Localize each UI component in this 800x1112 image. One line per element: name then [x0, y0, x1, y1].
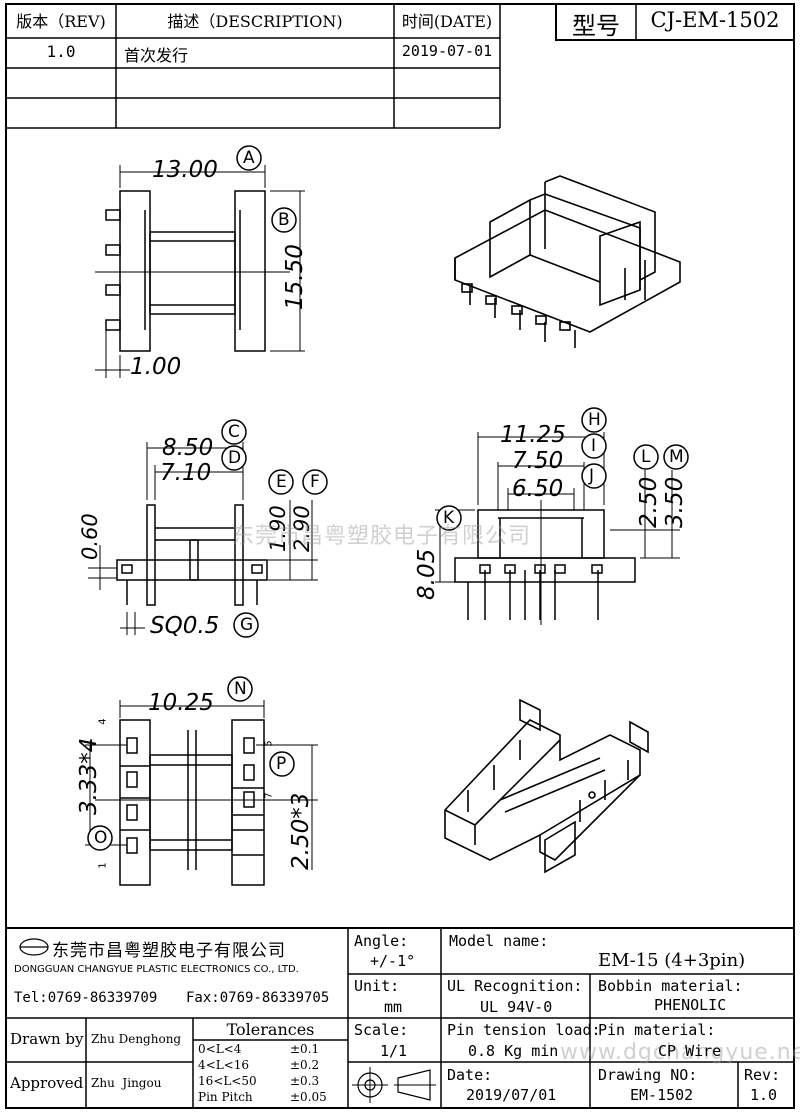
callout-d: D: [228, 448, 242, 468]
tolerance-range: Pin Pitch: [198, 1090, 253, 1104]
drawn-by-label: Drawn by: [10, 1030, 84, 1048]
unit-value: mm: [384, 998, 403, 1016]
callout-c: C: [228, 422, 240, 442]
callout-m: M: [669, 447, 684, 467]
callout-k: K: [443, 508, 455, 528]
unit-label: Unit:: [354, 977, 400, 995]
callout-e: E: [276, 472, 287, 492]
model-value: CJ-EM-1502: [650, 8, 780, 32]
ul-label: UL Recognition:: [447, 977, 583, 995]
dim-j: 6.50: [512, 476, 564, 502]
bobbin-label: Bobbin material:: [598, 977, 743, 995]
company-tel: Tel:0769-86339709: [14, 990, 158, 1006]
approved-label: Approved: [10, 1074, 84, 1092]
tolerance-value: ±0.1: [290, 1042, 320, 1056]
pin-tension-value: 0.8 Kg min: [468, 1042, 559, 1060]
model-name-value: EM-15 (4+3pin): [598, 950, 746, 971]
dim-d: 7.10: [160, 460, 212, 486]
callout-j: J: [589, 466, 595, 486]
callout-i: I: [591, 436, 597, 456]
bobbin-value: PHENOLIC: [654, 996, 727, 1014]
company-name-en: DONGGUAN CHANGYUE PLASTIC ELECTRONICS CO…: [14, 964, 299, 975]
date-header: 时间(DATE): [401, 12, 493, 31]
tolerance-range: 0<L<4: [198, 1042, 242, 1056]
rev-header: 版本（REV): [16, 12, 106, 31]
callout-l: L: [641, 447, 651, 467]
angle-label: Angle:: [354, 932, 409, 950]
dim-c: 8.50: [162, 435, 214, 461]
tolerance-value: ±0.3: [290, 1074, 320, 1088]
angle-value: +/-1°: [370, 952, 416, 970]
desc-header: 描述（DESCRIPTION): [167, 12, 343, 31]
company-fax: Fax:0769-86339705: [186, 990, 330, 1006]
drawing-no-label: Drawing NO:: [598, 1066, 698, 1084]
callout-o: O: [94, 828, 108, 848]
dim-g: SQ0.5: [150, 613, 220, 639]
callout-n: N: [234, 679, 247, 699]
dim-h: 11.25: [500, 422, 566, 448]
callout-f: F: [310, 472, 320, 492]
scale-label: Scale:: [354, 1021, 409, 1039]
rev-value-tb: 1.0: [750, 1086, 778, 1104]
tolerances-title: Tolerances: [226, 1020, 315, 1039]
rev-label-tb: Rev:: [744, 1066, 781, 1084]
callout-a: A: [243, 148, 255, 168]
date-value: 2019-07-01: [401, 42, 493, 60]
ul-value: UL 94V-0: [480, 998, 553, 1016]
pin-material-value: CP Wire: [658, 1042, 722, 1060]
model-name-label: Model name:: [449, 932, 549, 950]
pin-tension-label: Pin tension load:: [447, 1021, 601, 1039]
tolerance-value: ±0.05: [290, 1090, 327, 1104]
scale-value: 1/1: [380, 1042, 408, 1060]
model-label: 型号: [572, 12, 620, 40]
callout-h: H: [588, 410, 601, 430]
company-logo: [19, 938, 49, 956]
callout-p: P: [276, 754, 287, 774]
callout-g: G: [240, 615, 254, 635]
approved-value: Zhu Jingou: [91, 1076, 162, 1090]
drawn-by-value: Zhu Denghong: [91, 1032, 182, 1046]
tolerance-value: ±0.2: [290, 1058, 320, 1072]
watermark-url: www.dgchangyue.net: [560, 1040, 800, 1065]
company-name-cn: 东莞市昌粤塑胶电子有限公司: [52, 941, 286, 961]
date-label: Date:: [447, 1066, 493, 1084]
rev-value: 1.0: [46, 42, 76, 61]
drawing-no-value: EM-1502: [630, 1086, 694, 1104]
pin-material-label: Pin material:: [598, 1021, 716, 1039]
tolerance-range: 16<L<50: [198, 1074, 257, 1088]
tolerance-range: 4<L<16: [198, 1058, 249, 1072]
callout-b: B: [278, 210, 290, 230]
watermark-text: 东莞市昌粤塑胶电子有限公司: [232, 524, 532, 549]
dim-a: 13.00: [152, 157, 218, 183]
desc-value: 首次发行: [124, 46, 189, 65]
dim-i: 7.50: [512, 448, 564, 474]
date-value-tb: 2019/07/01: [466, 1086, 557, 1104]
dim-pin-offset: 1.00: [130, 354, 182, 380]
dim-n: 10.25: [148, 690, 214, 716]
